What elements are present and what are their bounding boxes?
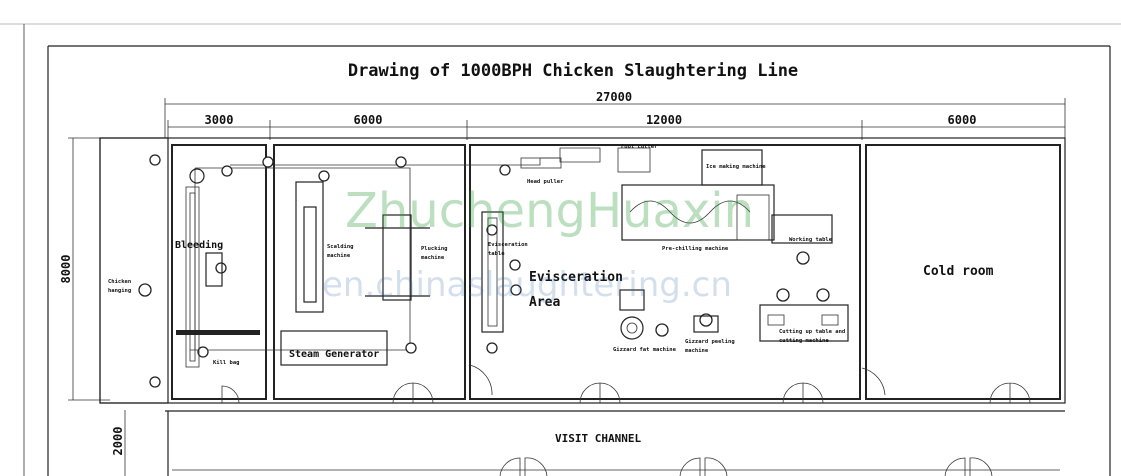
dimension-segment-2: 6000	[354, 113, 383, 127]
machines	[176, 147, 849, 368]
watermark-brand: ZhuchengHuaxin	[345, 183, 754, 239]
chicken-hanging-label-1: Chicken	[108, 279, 131, 285]
dimension-segment-3: 12000	[646, 113, 682, 127]
plucking-label-1: Plucking	[421, 246, 448, 252]
evisceration-table-label-2: table	[488, 251, 505, 257]
cutting-table-label-2: cutting machine	[779, 338, 829, 344]
dimension-total: 27000	[596, 90, 632, 104]
scalding-label-2: machine	[327, 253, 351, 259]
kill-bag-label: Kill bag	[213, 360, 240, 366]
dimension-segment-1: 3000	[205, 113, 234, 127]
page-frame	[0, 23, 1121, 476]
bleeding-area-label: Bleeding	[175, 239, 223, 251]
gizzard-peeling-label-1: Gizzard peeling	[685, 339, 735, 345]
drawing-title: Drawing of 1000BPH Chicken Slaughtering …	[348, 61, 798, 81]
head-puller-label: Head puller	[527, 179, 564, 185]
dimension-segment-4: 6000	[948, 113, 977, 127]
visit-channel-label: VISIT CHANNEL	[555, 432, 641, 445]
working-table-label: Working table	[789, 237, 833, 243]
plucking-label-2: machine	[421, 255, 445, 261]
ice-making-label: Ice making machine	[706, 164, 766, 170]
gizzard-peeling-label-2: machine	[685, 348, 709, 354]
evisceration-area-label-line1: Evisceration	[529, 270, 623, 285]
watermark-url: en.chinaslaughtering.cn	[322, 265, 732, 305]
doors	[221, 364, 1031, 476]
evisceration-area-label-line2: Area	[529, 295, 560, 310]
cold-room-label: Cold room	[923, 264, 994, 279]
chicken-hanging-label-2: hanging	[108, 288, 131, 294]
pre-chilling-label: Pre-chilling machine	[662, 246, 729, 252]
steam-generator-label: Steam Generator	[289, 349, 379, 360]
dimension-height: 8000	[59, 255, 73, 284]
gizzard-fat-label: Gizzard fat machine	[613, 347, 677, 353]
worker-figures	[138, 154, 830, 388]
scalding-label-1: Scalding	[327, 244, 354, 250]
cutting-table-label-1: Cutting up table and	[779, 329, 845, 335]
dimension-channel: 2000	[111, 427, 125, 456]
building-walls	[99, 137, 1066, 476]
foot-cutter-label: Foot cutter	[621, 144, 658, 150]
evisceration-table-label-1: Evisceration	[488, 242, 528, 248]
dimension-lines	[68, 98, 1066, 476]
